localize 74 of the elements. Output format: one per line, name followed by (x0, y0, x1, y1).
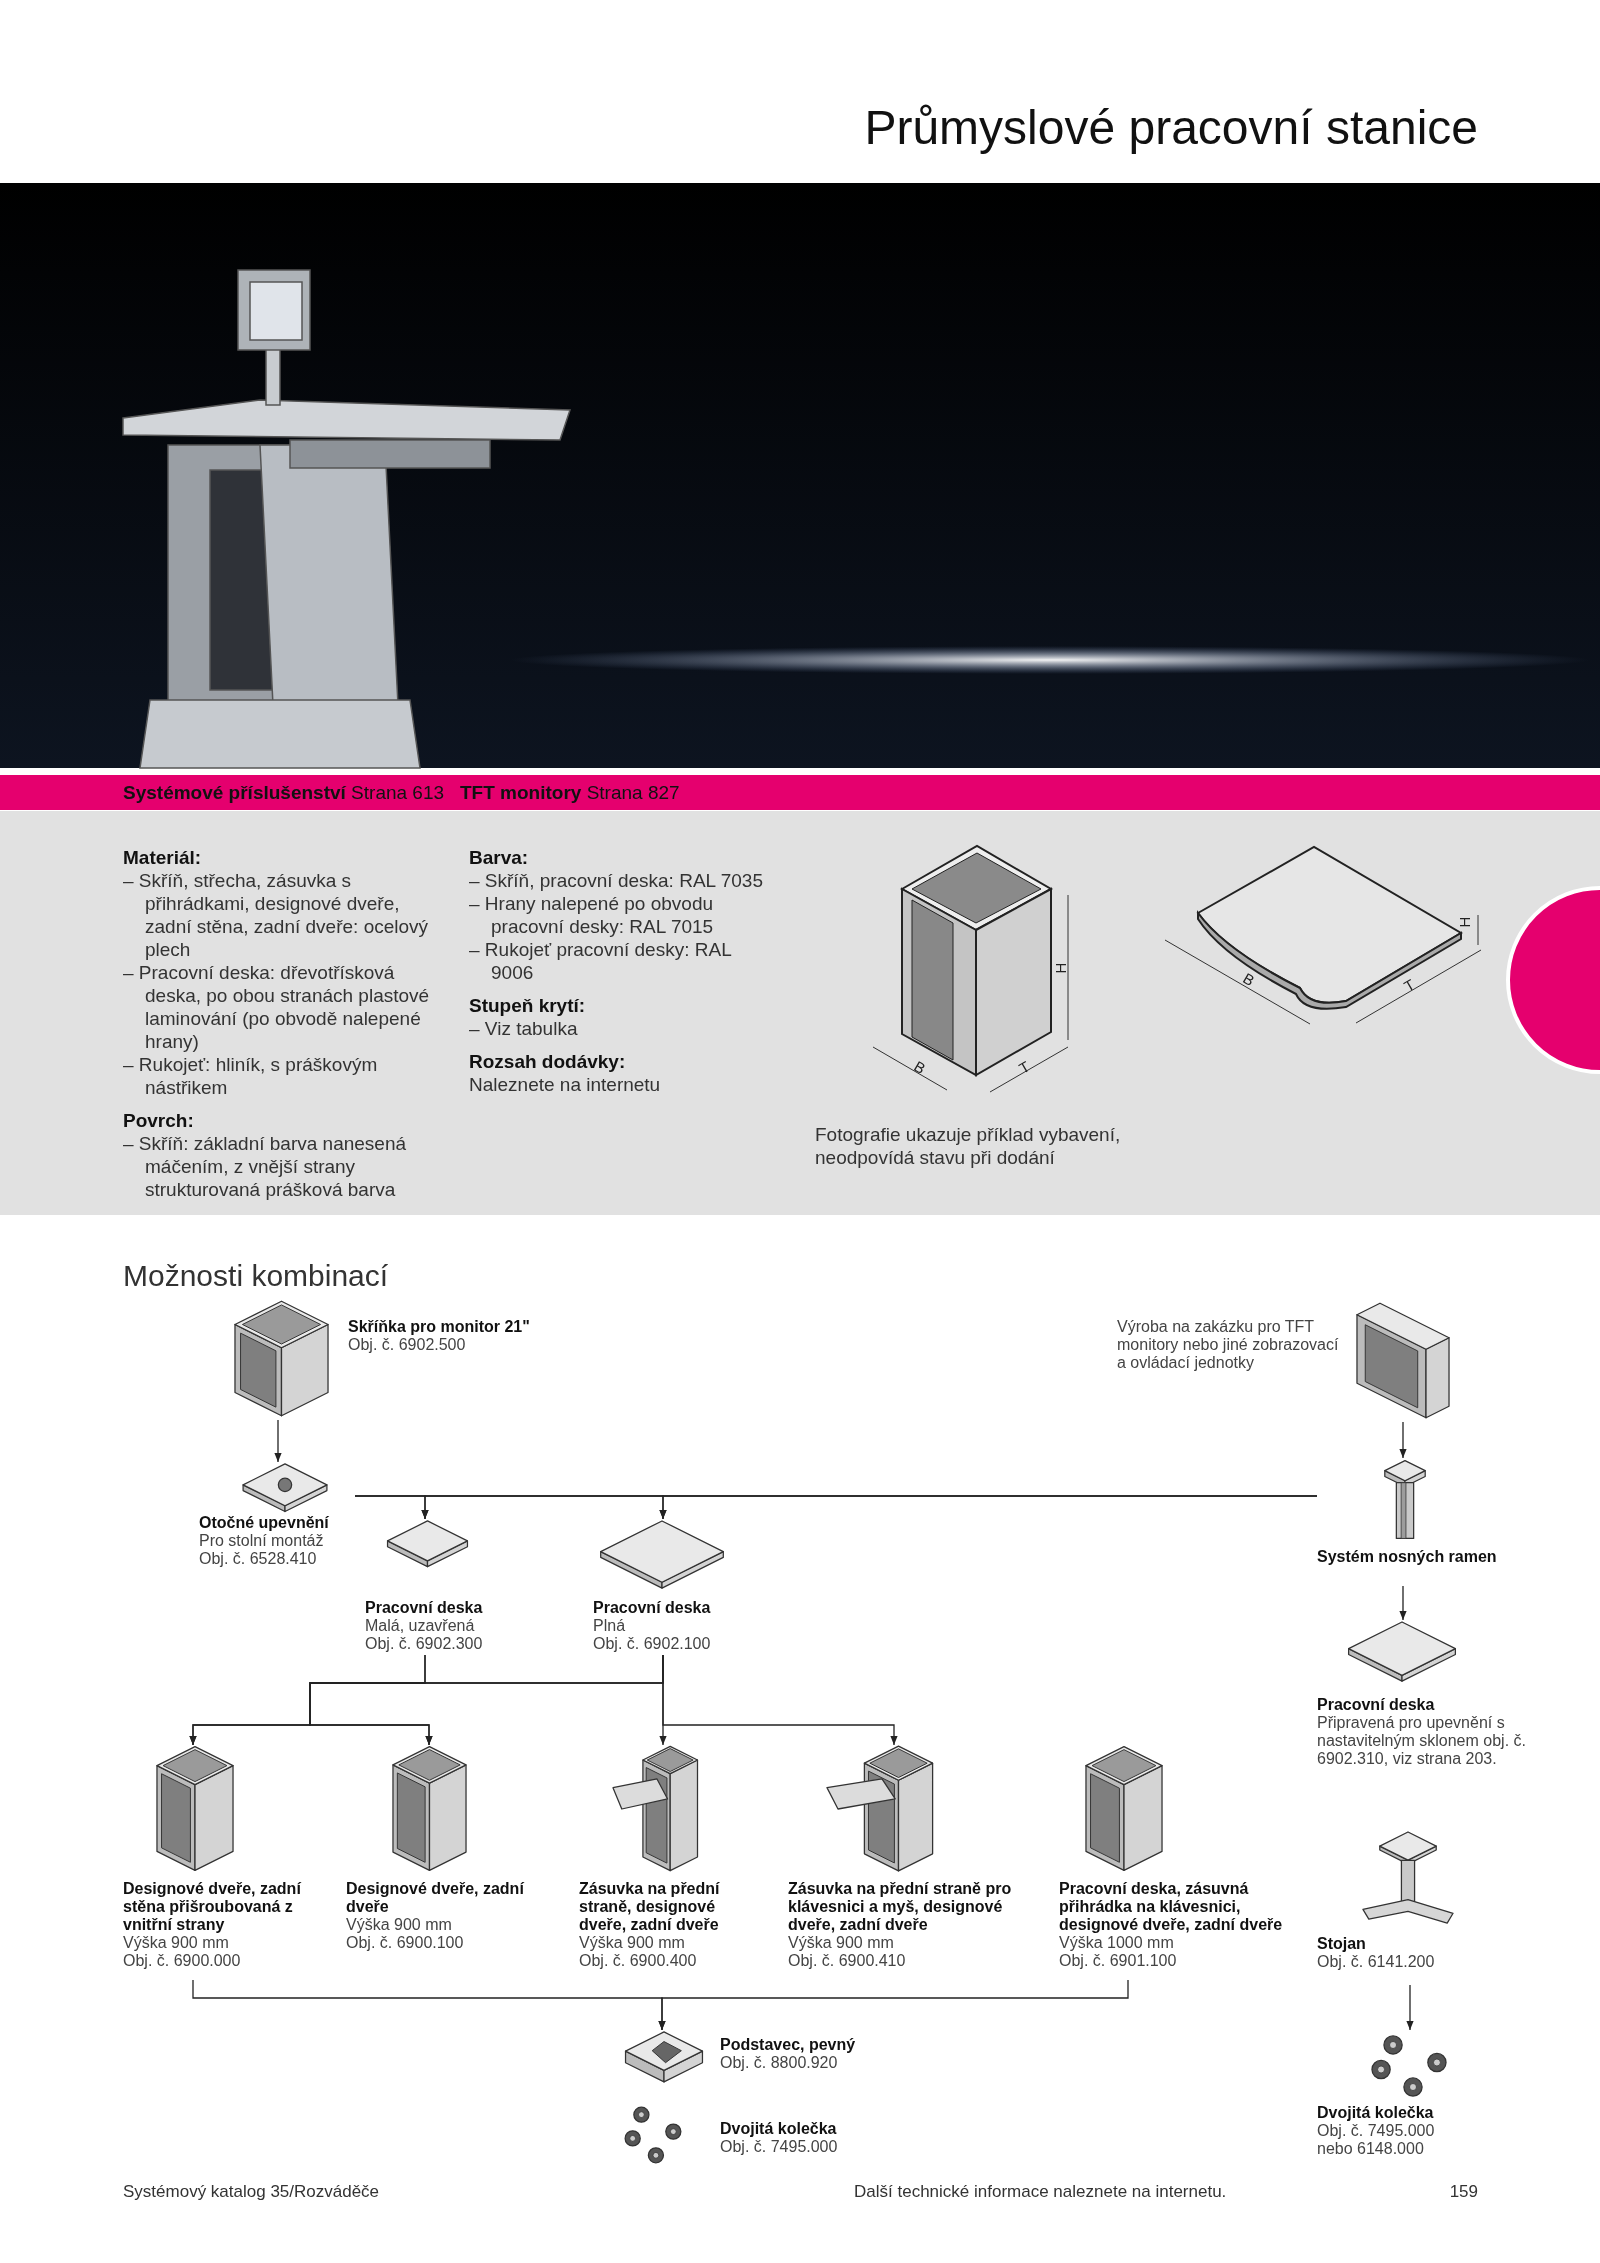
item-title: Dvojitá kolečka (720, 2120, 838, 2138)
item-text: Obj. č. 8800.920 (720, 2054, 839, 2072)
spec-heading: Rozsah dodávky: (469, 1050, 627, 1073)
item-title: Systém nosných ramen (1317, 1548, 1498, 1566)
dimension-label: B (911, 1057, 929, 1078)
arrow (1399, 1585, 1407, 1621)
item-title: Podstavec, pevný (720, 2036, 857, 2054)
spec-text: – Pracovní deska: dřevotřísková deska, po obou stranách plastové laminování (po obvodě nalepené hrany) (123, 961, 431, 1053)
item-title: Pracovní deska (1317, 1696, 1436, 1714)
reference-text: TFT monitory Strana 827 (460, 782, 680, 804)
arrow (662, 1654, 898, 1746)
item-text: Obj. č. 6902.300 (365, 1635, 484, 1653)
item-text: Obj. č. 6902.500 (348, 1336, 467, 1354)
spec-heading: Materiál: (123, 846, 203, 869)
item-text: Připravená pro upevnění s nastavitelným sklonem obj. č. 6902.310, viz strana 203. (1317, 1714, 1527, 1768)
item-text: Obj. č. 7495.000 (1317, 2122, 1436, 2140)
section-heading: Možnosti kombinací (123, 1258, 390, 1294)
spec-text: – Skříň, střecha, zásuvka s přihrádkami, designové dveře, zadní stěna, zadní dveře: ocelový plech (123, 869, 430, 961)
footer-text: Systémový katalog 35/Rozváděče (123, 2182, 381, 2203)
arrow (274, 1419, 282, 1463)
item-text: Výroba na zakázku pro TFT monitory nebo jiné zobrazovací a ovládací jednotky (1117, 1318, 1340, 1372)
item-text: Výška 900 mm (346, 1916, 453, 1934)
dimension-label: T (1401, 975, 1418, 995)
dimension-label: H (1456, 916, 1473, 928)
reference-text: Systémové příslušenství Strana 613 (123, 782, 445, 804)
item-text: Výška 900 mm (788, 1934, 895, 1952)
item-title: Pracovní deska (593, 1599, 712, 1617)
item-text: Obj. č. 6900.100 (346, 1934, 465, 1952)
item-title: Otočné upevnění (199, 1514, 330, 1532)
arrow (1406, 1984, 1414, 2031)
item-text: Obj. č. 6900.400 (579, 1952, 698, 1970)
item-text: Výška 1000 mm (1059, 1934, 1175, 1952)
photo-note: Fotografie ukazuje příklad vybavení, neodpovídá stavu při dodání (815, 1124, 1122, 1170)
item-text: Výška 900 mm (123, 1934, 230, 1952)
spec-heading: Povrch: (123, 1109, 195, 1132)
spec-text: – Rukojeť: hliník, s práškovým nástřikem (123, 1053, 379, 1099)
item-title: Dvojitá kolečka (1317, 2104, 1435, 2122)
item-title: Pracovní deska (365, 1599, 484, 1617)
dimension-label: B (1240, 969, 1258, 990)
item-text: Obj. č. 6902.100 (593, 1635, 712, 1653)
item-text: nebo 6148.000 (1317, 2140, 1425, 2158)
item-title: Skříňka pro monitor 21" (348, 1318, 531, 1336)
spec-text: – Hrany nalepené po obvodu pracovní desky: RAL 7015 (469, 892, 715, 938)
item-text: Obj. č. 6900.000 (123, 1952, 242, 1970)
page-number: 159 (1449, 2182, 1478, 2202)
item-text: Obj. č. 6901.100 (1059, 1952, 1178, 1970)
spec-text: – Skříň: základní barva nanesená máčením, z vnější strany strukturovaná prášková barva (123, 1132, 408, 1201)
item-title: Stojan (1317, 1935, 1367, 1953)
arrow (658, 1979, 1129, 2031)
page-title: Průmyslové pracovní stanice (864, 100, 1478, 155)
item-title: Zásuvka na přední straně, designové dveře, zadní dveře (579, 1880, 721, 1934)
spec-text: – Rukojeť pracovní desky: RAL 9006 (469, 938, 733, 984)
item-title: Designové dveře, zadní dveře (346, 1880, 524, 1916)
item-text: Malá, uzavřená (365, 1617, 476, 1635)
item-text: Výška 900 mm (579, 1934, 686, 1952)
dimension-label: H (1052, 962, 1069, 974)
footer-text: Další technické informace naleznete na internetu. (854, 2182, 1228, 2203)
item-text: Pro stolní montáž (199, 1532, 325, 1550)
spec-heading: Barva: (469, 846, 530, 869)
arrow (1399, 1421, 1407, 1459)
item-text: Obj. č. 6528.410 (199, 1550, 318, 1568)
spec-text: – Viz tabulka (469, 1017, 579, 1040)
item-title: Designové dveře, zadní stěna přišroubovaná z vnitřní strany (123, 1880, 302, 1934)
item-text: Obj. č. 7495.000 (720, 2138, 839, 2156)
dimension-label: T (1016, 1057, 1033, 1077)
arrow (659, 1495, 1318, 1520)
item-title: Pracovní deska, zásuvná přihrádka na klávesnici, designové dveře, zadní dveře (1059, 1880, 1284, 1934)
item-text: Obj. č. 6900.410 (788, 1952, 907, 1970)
spec-text: Naleznete na internetu (469, 1073, 662, 1096)
item-text: Plná (593, 1617, 627, 1635)
item-text: Obj. č. 6141.200 (1317, 1953, 1436, 1971)
item-title: Zásuvka na přední straně pro klávesnici a myš, designové dveře, zadní dveře (788, 1880, 1013, 1934)
spec-heading: Stupeň krytí: (469, 994, 587, 1017)
spec-text: – Skříň, pracovní deska: RAL 7035 (469, 869, 764, 892)
